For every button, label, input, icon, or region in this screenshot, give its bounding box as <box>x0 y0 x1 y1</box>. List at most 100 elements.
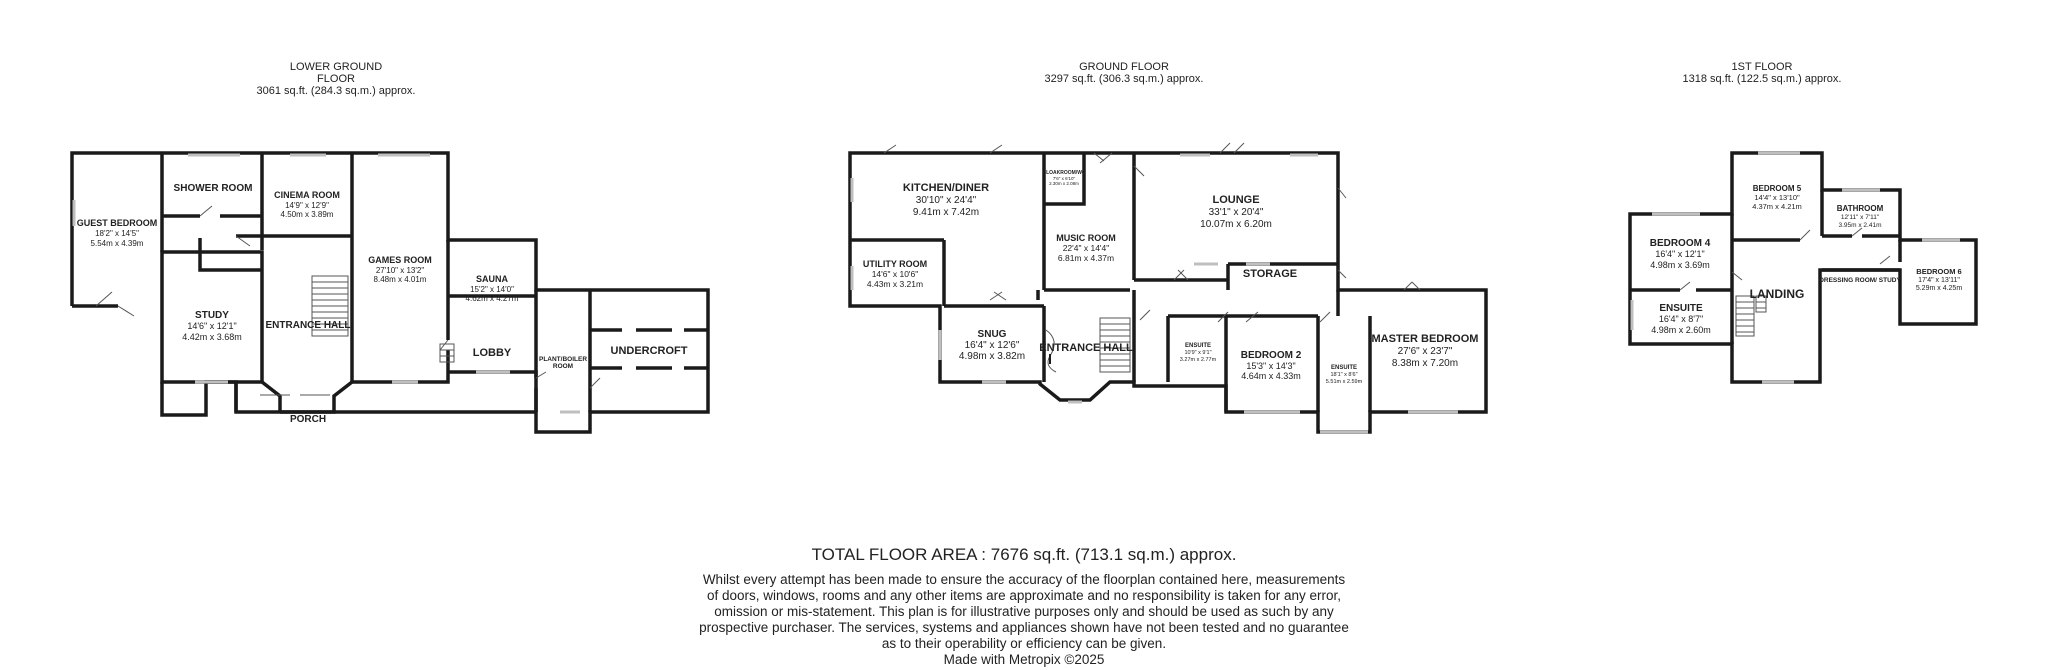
floor-name: 1ST FLOOR <box>1731 61 1793 73</box>
room-dims-imperial: 14'6" x 12'1" <box>187 321 236 331</box>
room-name: CINEMA ROOM <box>274 190 340 200</box>
room-name: SNUG <box>978 329 1007 340</box>
room-dims-metric: 4.98m x 3.82m <box>959 351 1025 362</box>
room-ensuite-ground-1: ENSUITE 10'9" x 9'1" 3.27m x 2.77m <box>1180 343 1217 363</box>
room-dims-metric: 5.51m x 2.59m <box>1326 379 1363 385</box>
room-dims-imperial: 15'3" x 14'3" <box>1246 361 1295 371</box>
room-dims-imperial: 33'1" x 20'4" <box>1209 207 1264 218</box>
lower-ground-stairs <box>311 275 455 363</box>
room-dims-metric: 3.95m x 2.41m <box>1839 222 1882 229</box>
room-dims-metric: 9.41m x 7.42m <box>913 207 979 218</box>
room-name: GAMES ROOM <box>368 255 432 265</box>
disclaimer-line: omission or mis-statement. This plan is … <box>714 604 1334 619</box>
room-ensuite-first: ENSUITE 16'4" x 8'7" 4.98m x 2.60m <box>1651 303 1711 335</box>
lower-ground-floor-windows <box>72 153 580 414</box>
lower-ground-floor-walls <box>70 151 710 434</box>
room-name: KITCHEN/DINER <box>903 182 989 194</box>
room-bedroom-6: BEDROOM 6 17'4" x 13'11" 5.29m x 4.25m <box>1916 267 1962 292</box>
room-dims-metric: 4.62m x 4.27m <box>466 294 519 303</box>
room-kitchen-diner: KITCHEN/DINER 30'10" x 24'4" 9.41m x 7.4… <box>903 182 989 218</box>
room-dims-metric: 4.42m x 3.68m <box>182 332 242 342</box>
room-name: BATHROOM <box>1837 204 1884 213</box>
room-name: BEDROOM 4 <box>1650 238 1711 249</box>
room-dims-imperial: 16'4" x 12'6" <box>965 340 1020 351</box>
room-name: ENSUITE <box>1331 365 1357 371</box>
room-storage: STORAGE <box>1243 268 1297 280</box>
room-entrance-hall-ground: ENTRANCE HALL <box>1039 342 1133 354</box>
room-plant-boiler: PLANT/BOILER ROOM <box>539 356 587 370</box>
room-name: PLANT/BOILER <box>539 356 587 363</box>
room-name: SAUNA <box>476 274 509 284</box>
first-floor-windows <box>1630 151 1960 384</box>
room-name: BEDROOM 2 <box>1241 350 1302 361</box>
room-bedroom-2: BEDROOM 2 15'3" x 14'3" 4.64m x 4.33m <box>1241 350 1302 381</box>
room-name: STUDY <box>195 310 229 321</box>
floor-area: 3297 sq.ft. (306.3 sq.m.) approx. <box>1044 73 1204 85</box>
made-with-credit: Made with Metropix ©2025 <box>943 652 1105 667</box>
room-dims-imperial: 15'2" x 14'0" <box>470 285 514 294</box>
total-floor-area: TOTAL FLOOR AREA : 7676 sq.ft. (713.1 sq… <box>811 545 1237 564</box>
floor-area: 3061 sq.ft. (284.3 sq.m.) approx. <box>256 85 416 97</box>
room-dims-imperial: 18'1" x 8'6" <box>1330 372 1357 378</box>
room-dims-metric: 4.98m x 2.60m <box>1651 325 1711 335</box>
room-dims-imperial: 10'9" x 9'1" <box>1184 350 1211 356</box>
room-guest-bedroom: GUEST BEDROOM 18'2" x 14'5" 5.54m x 4.39… <box>77 218 158 248</box>
room-games-room: GAMES ROOM 27'10" x 13'2" 8.48m x 4.01m <box>368 255 432 284</box>
floor-name: LOWER GROUND <box>289 61 383 73</box>
room-dims-imperial: 27'6" x 23'7" <box>1398 346 1453 357</box>
room-name: BEDROOM 5 <box>1753 184 1802 193</box>
room-dims-metric: 5.54m x 4.39m <box>91 239 144 248</box>
room-dims-imperial: 14'4" x 13'10" <box>1754 193 1800 202</box>
room-cinema-room: CINEMA ROOM 14'9" x 12'9" 4.50m x 3.89m <box>274 190 340 219</box>
room-dims-metric: 3.27m x 2.77m <box>1180 357 1217 363</box>
lower-ground-floor-doors <box>95 205 601 396</box>
floor-area: 1318 sq.ft. (122.5 sq.m.) approx. <box>1682 73 1842 85</box>
room-dims-imperial: 12'11" x 7'11" <box>1841 214 1880 221</box>
room-dims-metric: 4.50m x 3.89m <box>281 210 334 219</box>
room-dims-metric: 8.38m x 7.20m <box>1392 358 1458 369</box>
room-dims-metric: 4.64m x 4.33m <box>1241 371 1301 381</box>
first-floor-stairs <box>1735 295 1767 337</box>
room-dims-metric: 4.98m x 3.69m <box>1650 260 1710 270</box>
disclaimer: Whilst every attempt has been made to en… <box>0 572 2048 652</box>
room-dims-imperial: 16'4" x 8'7" <box>1659 314 1703 324</box>
room-dims-metric: 8.48m x 4.01m <box>374 275 427 284</box>
room-undercroft: UNDERCROFT <box>611 345 688 357</box>
room-dims-imperial: 27'10" x 13'2" <box>376 266 424 275</box>
room-cloakroom: CLOAKROOM/WC 7'6" x 6'10" 2.30m x 2.08m <box>1042 170 1085 186</box>
room-name: BEDROOM 6 <box>1916 267 1961 276</box>
room-dims-imperial: 17'4" x 13'11" <box>1918 277 1960 284</box>
room-shower-room: SHOWER ROOM <box>174 183 253 194</box>
room-utility: UTILITY ROOM 14'6" x 10'6" 4.43m x 3.21m <box>863 259 927 289</box>
room-dims-metric: 6.81m x 4.37m <box>1058 253 1114 263</box>
room-dims-imperial: 7'6" x 6'10" <box>1053 176 1076 181</box>
floor-name-line2: FLOOR <box>317 73 355 85</box>
room-dims-imperial: 14'9" x 12'9" <box>285 201 329 210</box>
disclaimer-line: Whilst every attempt has been made to en… <box>702 572 1346 587</box>
room-dims-imperial: 30'10" x 24'4" <box>916 195 977 206</box>
room-name: LOUNGE <box>1212 194 1259 206</box>
room-master-bedroom: MASTER BEDROOM 27'6" x 23'7" 8.38m x 7.2… <box>1372 333 1479 369</box>
disclaimer-line: of doors, windows, rooms and any other i… <box>706 588 1342 603</box>
room-study: STUDY 14'6" x 12'1" 4.42m x 3.68m <box>182 310 242 342</box>
room-labels: GUEST BEDROOM 18'2" x 14'5" 5.54m x 4.39… <box>77 170 1963 425</box>
room-dims-metric: 10.07m x 6.20m <box>1200 219 1272 230</box>
room-lounge: LOUNGE 33'1" x 20'4" 10.07m x 6.20m <box>1200 194 1272 230</box>
room-dims-imperial: 22'4" x 14'4" <box>1063 243 1110 253</box>
room-porch: PORCH <box>290 414 326 425</box>
room-snug: SNUG 16'4" x 12'6" 4.98m x 3.82m <box>959 329 1025 362</box>
room-name: ENSUITE <box>1659 303 1703 314</box>
ground-floor-windows <box>850 153 1458 434</box>
disclaimer-line: prospective purchaser. The services, sys… <box>699 620 1349 635</box>
room-sauna: SAUNA 15'2" x 14'0" 4.62m x 4.27m <box>466 274 519 303</box>
room-dims-metric: 5.29m x 4.25m <box>1916 285 1962 292</box>
room-lobby: LOBBY <box>473 347 512 359</box>
room-dressing-study: DRESSING ROOM/ STUDY <box>1819 277 1901 284</box>
ground-floor-doors <box>883 142 1421 323</box>
room-dims-metric: 4.37m x 4.21m <box>1752 202 1802 211</box>
room-bedroom-4: BEDROOM 4 16'4" x 12'1" 4.98m x 3.69m <box>1650 238 1711 270</box>
room-dims-imperial: 14'6" x 10'6" <box>872 269 919 279</box>
room-name: MASTER BEDROOM <box>1372 333 1479 345</box>
room-name: CLOAKROOM/WC <box>1042 170 1085 176</box>
room-name: ENSUITE <box>1185 343 1211 349</box>
